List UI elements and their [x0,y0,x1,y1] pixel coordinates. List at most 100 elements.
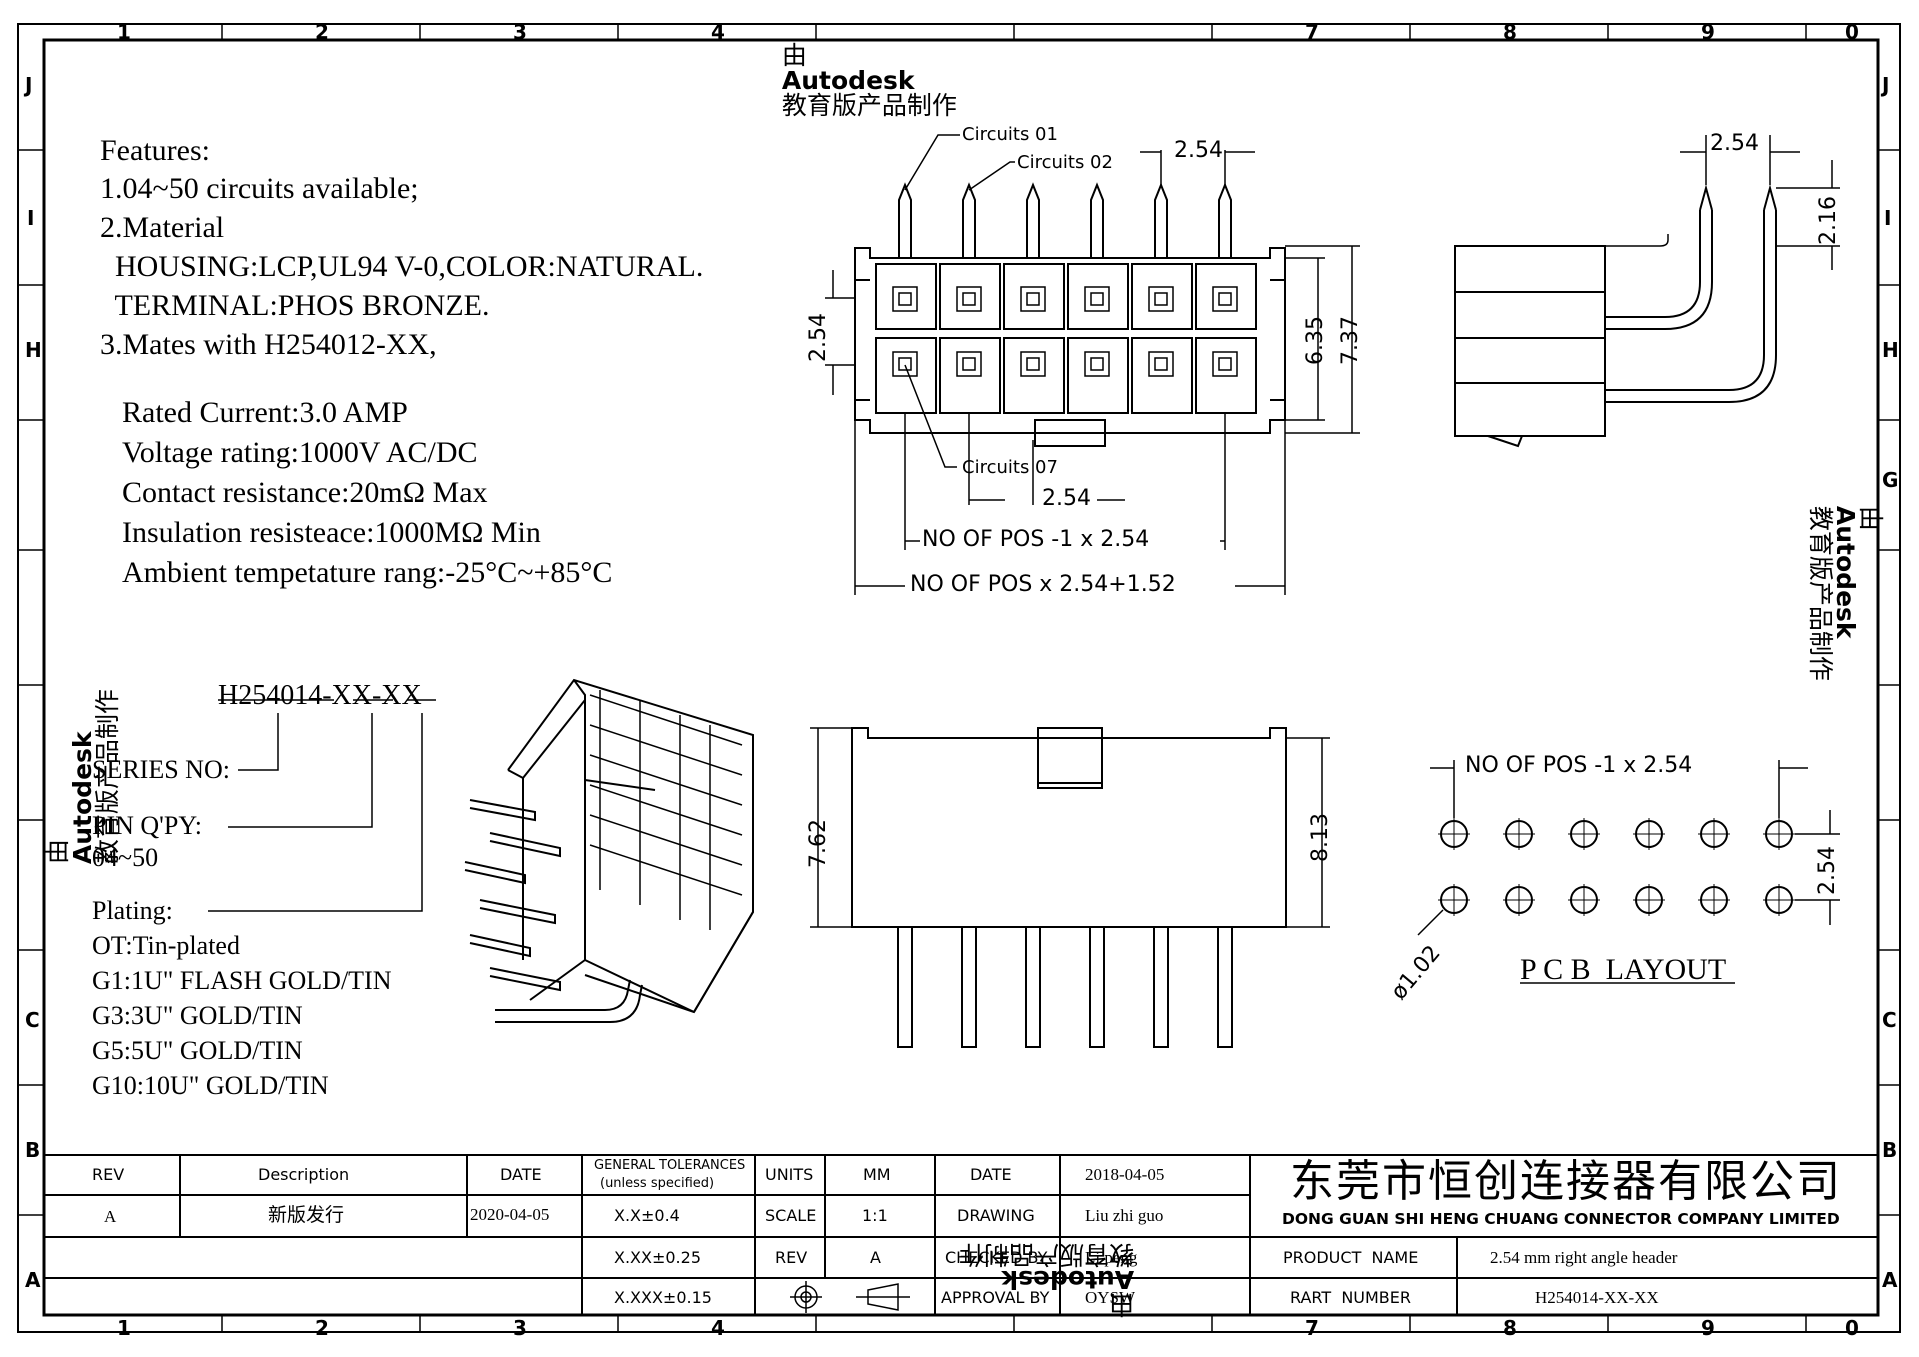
dim-7-37: 7.37 [1338,316,1363,365]
units-value: MM [863,1165,891,1184]
row-label-j-right: J [1882,73,1890,97]
date-value: 2020-04-05 [470,1205,550,1224]
watermark-top: 由 Autodesk 教育版产品制作 [766,18,957,118]
series-label: SERIES NO: [92,755,230,784]
row-label-g-right: G [1882,468,1899,492]
row-label-i-left: I [27,206,35,230]
part-code-label: H254014-XX-XX [218,680,422,711]
front-pitch-bottom: 2.54 [1042,486,1091,511]
iso-cells [589,690,743,930]
iso-pins [464,799,643,1023]
col-label-2-bottom: 2 [315,1316,329,1340]
row-ticks [18,149,1900,1216]
rev-header: REV [92,1165,125,1184]
watermark-brand: Autodesk [781,66,915,95]
dim-8-13: 8.13 [1308,813,1333,862]
front-leaders [825,134,1360,595]
spec-line: Voltage rating:1000V AC/DC [122,436,478,469]
row-label-j-left: J [25,73,33,97]
features-title: Features: [100,134,210,167]
col-label-9-bottom: 9 [1701,1316,1715,1340]
rev-value: A [104,1207,117,1226]
col-label-9-top: 9 [1701,20,1715,44]
date-header: DATE [500,1165,542,1184]
circuits-02-label: Circuits 02 [1017,152,1113,173]
col-label-1-bottom: 1 [117,1316,131,1340]
spec-line: Insulation resisteace:1000MΩ Min [122,516,541,549]
units-label: UNITS [765,1165,814,1184]
drawing-label: DRAWING [957,1206,1035,1225]
plating-option: G3:3U" GOLD/TIN [92,1001,303,1030]
approval-label: APPROVAL BY [941,1288,1050,1307]
scale-label: SCALE [765,1206,817,1225]
iso-view [464,678,754,1023]
pcb-layout-title: P C B LAYOUT [1520,953,1727,986]
part-number-label: RART NUMBER [1290,1288,1411,1307]
tolerance-2: X.XX±0.25 [614,1248,701,1267]
checked-val: Li peng [1085,1248,1138,1267]
col-label-7-top: 7 [1305,20,1319,44]
watermark-suffix: 教育版产品制作 [781,91,957,120]
watermark-prefix: 由 [781,41,807,70]
row-label-b-right: B [1882,1138,1898,1162]
col-label-3-bottom: 3 [513,1316,527,1340]
row-label-h-right: H [1882,338,1899,362]
side-height-dim: 2.16 [1816,196,1841,245]
rev-label: REV [775,1248,808,1267]
projection-symbol [790,1281,910,1313]
row-label-a-right: A [1882,1268,1898,1292]
rev-value-2: A [870,1248,881,1267]
pcb-centerlines [1438,818,1795,916]
pin-qty-label: PIN Q'PY: [92,811,202,840]
spec-line: Ambient tempetature rang:-25°C~+85°C [122,556,613,589]
front-view [825,134,1360,595]
watermark-right: 由 Autodesk 教育版产品制作 [1806,490,1908,681]
front-pitch-top: 2.54 [1174,138,1223,163]
row-label-c-left: C [25,1008,40,1032]
front-pin-squares [892,286,1238,377]
plating-option: G5:5U" GOLD/TIN [92,1036,303,1065]
pin-range: 04~50 [92,843,159,872]
spec-line: Contact resistance:20mΩ Max [122,476,488,509]
watermark-prefix: 由 [1856,505,1885,531]
company-name-en: DONG GUAN SHI HENG CHUANG CONNECTOR COMP… [1282,1210,1840,1228]
date-val: 2018-04-05 [1085,1165,1165,1184]
col-label-4-bottom: 4 [711,1316,725,1340]
circuits-01-label: Circuits 01 [962,124,1058,145]
watermark-suffix: 教育版产品制作 [1806,505,1835,681]
spec-line: Rated Current:3.0 AMP [122,396,408,429]
row-label-a-left: A [25,1268,41,1292]
outer-frame [17,23,1901,1333]
row-label-c-right: C [1882,1008,1897,1032]
company-name-cn: 东莞市恒创连接器有限公司 [1290,1157,1842,1206]
bottom-pins [897,927,1233,1048]
scale-value: 1:1 [862,1206,888,1225]
tolerance-1: X.X±0.4 [614,1206,680,1225]
pcb-holes-bottom [1440,886,1793,914]
dim-6-35: 6.35 [1303,316,1328,365]
feature-line: HOUSING:LCP,UL94 V-0,COLOR:NATURAL. [100,250,704,283]
feature-line: 1.04~50 circuits available; [100,172,419,205]
col-label-0-bottom: 0 [1845,1316,1859,1340]
description-header: Description [258,1165,350,1184]
feature-line: 2.Material [100,211,225,244]
tolerance-header-1: GENERAL TOLERANCES [594,1158,746,1173]
front-pitch-left: 2.54 [806,313,831,362]
column-ticks [221,24,1807,1332]
feature-line: TERMINAL:PHOS BRONZE. [100,289,490,322]
plating-option: G1:1U" FLASH GOLD/TIN [92,966,392,995]
plating-option: G10:10U" GOLD/TIN [92,1071,329,1100]
col-label-1-top: 1 [117,20,131,44]
date-label: DATE [970,1165,1012,1184]
description-value: 新版发行 [268,1204,345,1226]
plating-option: OT:Tin-plated [92,931,240,960]
row-label-i-right: I [1884,206,1892,230]
drawing-val: Liu zhi guo [1085,1206,1164,1225]
ordering-leaders [208,699,436,912]
pos-minus-one-dim: NO OF POS -1 x 2.54 [922,527,1150,552]
dim-7-62: 7.62 [806,819,831,868]
pcb-row-pitch: 2.54 [1815,846,1840,895]
side-pitch-dim: 2.54 [1710,131,1759,156]
col-label-8-bottom: 8 [1503,1316,1517,1340]
